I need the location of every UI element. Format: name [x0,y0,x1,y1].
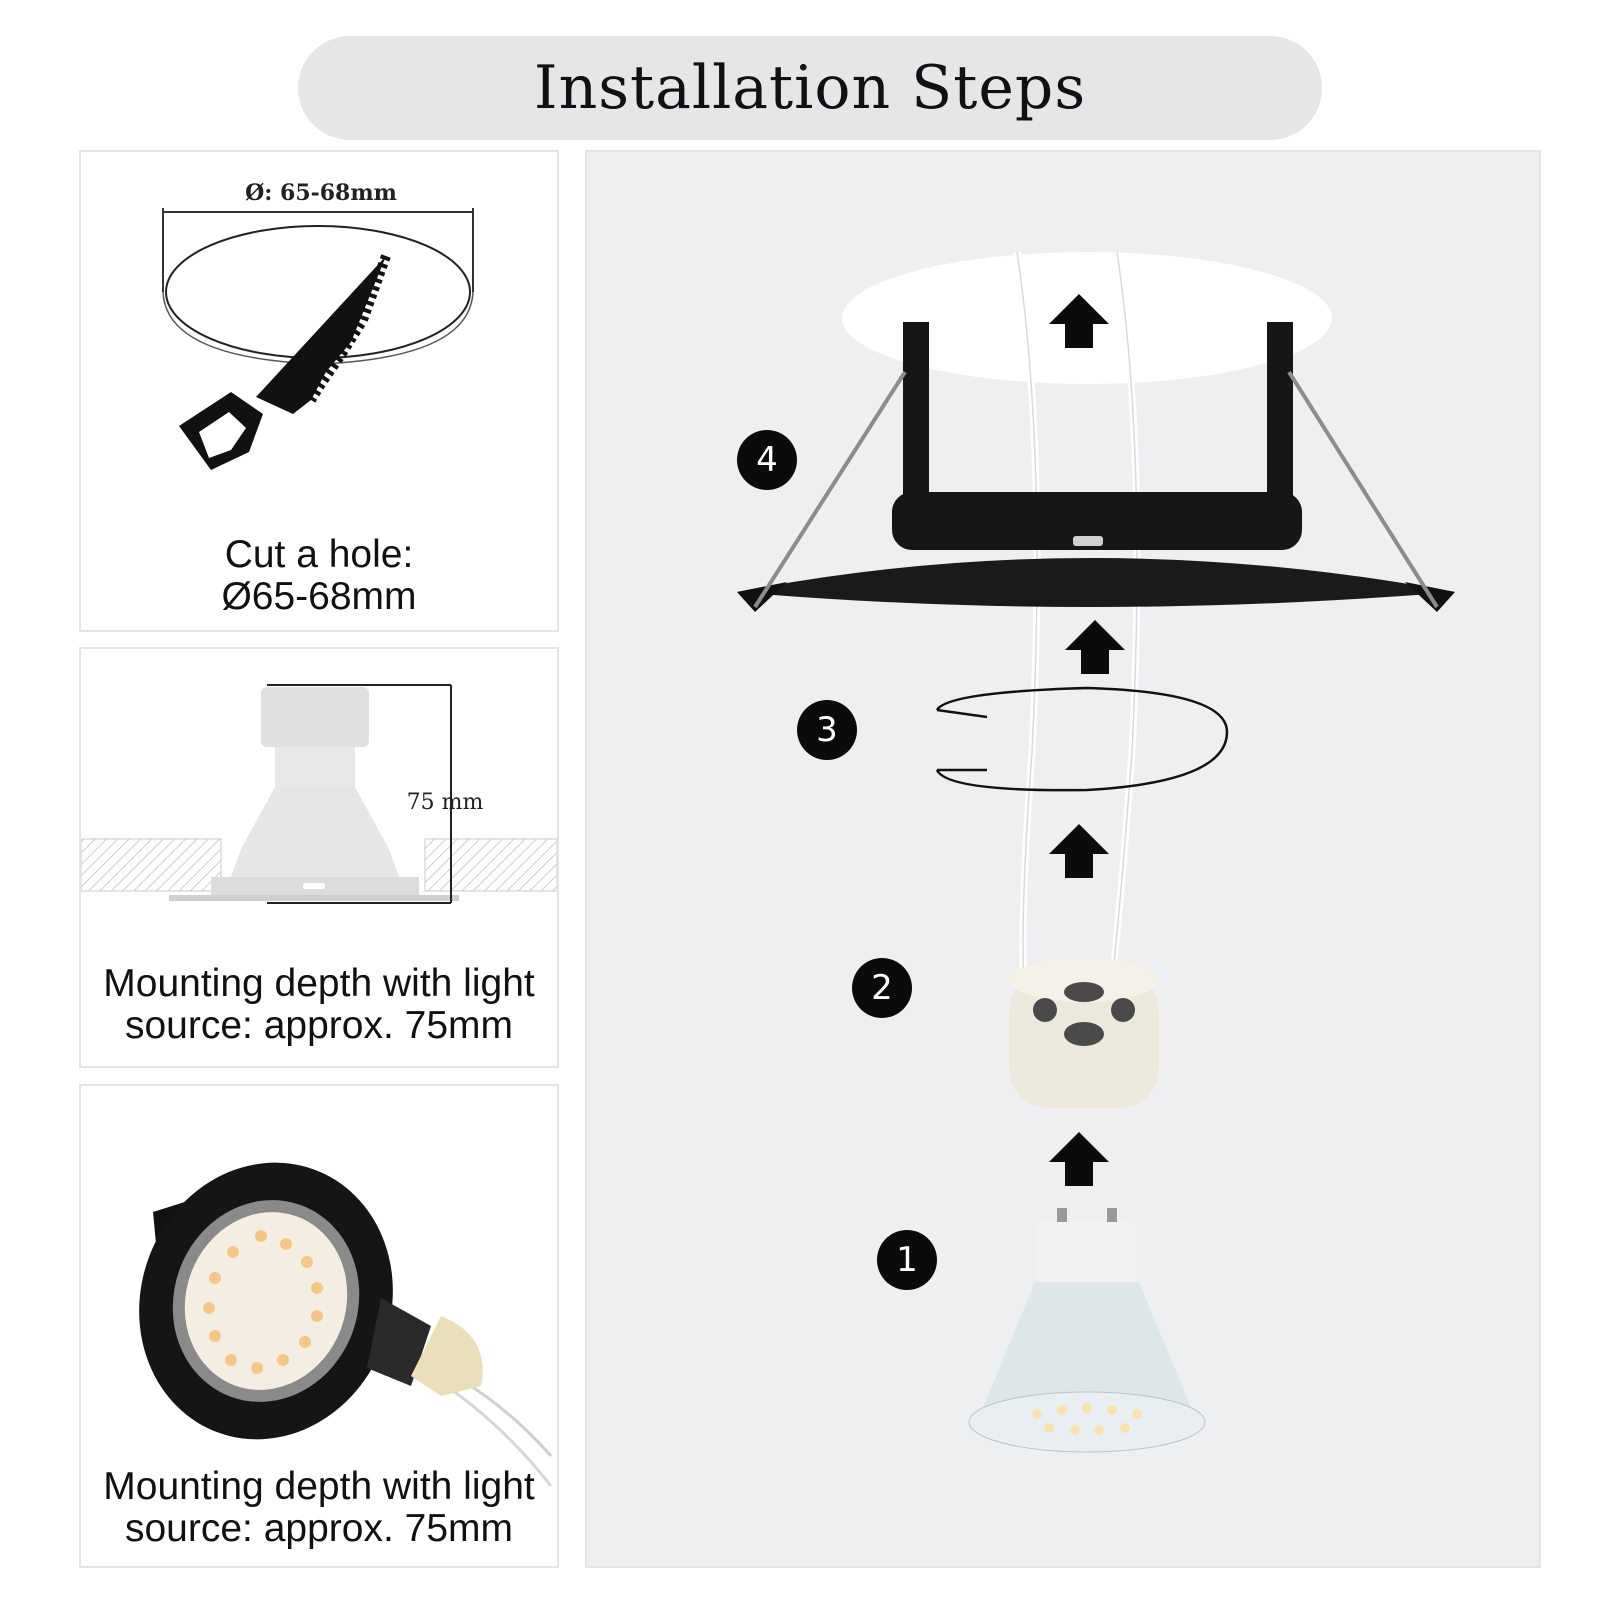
retaining-spring-ring [935,686,1229,792]
product-caption-line2: source: approx. 75mm [124,1507,513,1550]
panel-cut-hole: Ø: 65-68mm Cut a hole: Ø65-68mm [79,150,559,632]
cut-hole-illustration: Ø: 65-68mm [162,180,474,470]
arrow-up-icon [1049,1132,1109,1186]
hole-diameter-label: Ø: 65-68mm [245,180,397,206]
mounting-depth-label: 75 mm [407,790,484,815]
mounting-depth-illustration: 75 mm [81,684,557,904]
step-badge-1: 1 [877,1230,937,1290]
product-caption-line1: Mounting depth with light [103,1465,535,1508]
exploded-assembly-illustration [737,251,1455,1453]
mounting-depth-caption-line1: Mounting depth with light [103,962,535,1005]
title-banner: Installation Steps [298,36,1322,140]
gu10-bulb [968,1208,1206,1453]
product-caption: Mounting depth with light source: approx… [81,1466,557,1550]
up-arrows [1049,294,1125,1186]
panel-mounting-depth: 75 mm Mounting depth with light source: … [79,647,559,1068]
cut-hole-caption: Cut a hole: Ø65-68mm [81,534,557,618]
cut-hole-caption-line2: Ø65-68mm [221,575,417,618]
arrow-up-icon [1065,620,1125,674]
arrow-up-icon [1049,824,1109,878]
gu10-socket [1009,958,1159,1108]
cut-hole-caption-line1: Cut a hole: [224,533,414,576]
exploded-assembly-panel: 4 3 2 1 [585,150,1541,1568]
page-title: Installation Steps [533,53,1087,123]
installed-spotlight-illustration [139,1162,553,1487]
arrow-up-icon [1049,294,1109,348]
step-badge-2: 2 [852,958,912,1018]
mounting-depth-caption-line2: source: approx. 75mm [124,1004,513,1047]
recessed-frame [737,322,1455,612]
panel-product-photo: Mounting depth with light source: approx… [79,1084,559,1568]
saw-icon [179,254,391,470]
mounting-depth-caption: Mounting depth with light source: approx… [81,963,557,1047]
step-badge-3: 3 [797,700,857,760]
step-badge-4: 4 [737,430,797,490]
